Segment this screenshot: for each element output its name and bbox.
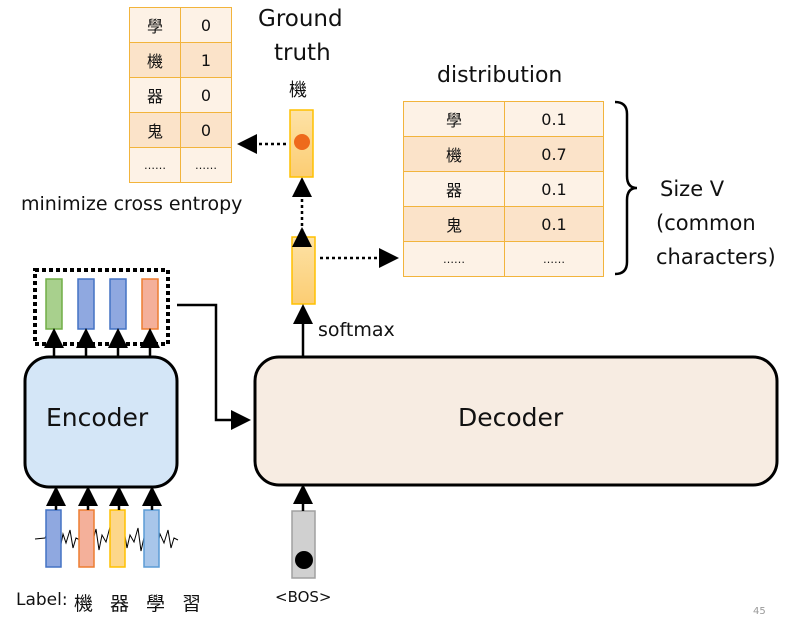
table-cell: 鬼 [403,206,505,242]
label-char: 機 [74,593,94,615]
size-v-label-line3: characters) [656,245,776,269]
table-cell: 機 [403,136,505,172]
table-cell: 0 [180,77,232,113]
ground-truth-char: 機 [289,80,307,101]
table-cell: …… [403,241,505,277]
table-row: ………… [403,241,604,277]
ground-truth-title-line2: truth [274,40,331,66]
table-cell: 0 [180,112,232,148]
encoder-to-decoder-arrow [177,303,251,430]
encoder-output-selection [33,268,170,346]
size-v-label: Size V [660,177,725,201]
table-cell: 0 [180,7,232,43]
bos-label: <BOS> [275,588,332,606]
encoder-output-vector-1 [45,278,63,330]
softmax-label: softmax [318,319,395,341]
table-cell: …… [180,147,232,183]
label-char: 學 [146,593,166,615]
ground-truth-dot [294,134,310,150]
encoder-output-vector-2 [77,278,95,330]
table-row: ………… [129,147,232,183]
table-cell: …… [129,147,181,183]
ground-truth-title-line1: Ground [258,6,343,32]
distribution-title: distribution [437,63,563,88]
input-vector-1 [45,509,62,568]
cross-entropy-label: minimize cross entropy [21,193,243,215]
table-cell: 機 [129,42,181,78]
table-cell: 器 [403,171,505,207]
label-char: 習 [182,593,202,615]
size-v-label-line2: (common [656,211,756,235]
table-cell: …… [504,241,604,277]
decoder-output-vector [291,236,316,305]
input-vector-4 [143,509,160,568]
table-cell: 1 [180,42,232,78]
encoder-label: Encoder [46,403,149,432]
table-cell: 0.1 [504,171,604,207]
table-cell: 鬼 [129,112,181,148]
size-v-brace [614,100,638,276]
label-prefix: Label: [16,590,68,610]
input-vector-2 [78,509,95,568]
table-cell: 0.1 [504,206,604,242]
decoder-box [253,355,779,487]
table-cell: 0.1 [504,101,604,137]
encoder-output-vector-3 [109,278,127,330]
table-cell: 學 [129,7,181,43]
label-char: 器 [110,593,130,615]
decoder-label: Decoder [458,403,564,432]
bos-dot [295,551,313,569]
encoder-output-vector-4 [141,278,159,330]
table-cell: 學 [403,101,505,137]
encoder-box [23,355,179,489]
table-cell: 器 [129,77,181,113]
input-vector-3 [109,509,126,568]
page-number: 45 [753,606,766,617]
table-cell: 0.7 [504,136,604,172]
